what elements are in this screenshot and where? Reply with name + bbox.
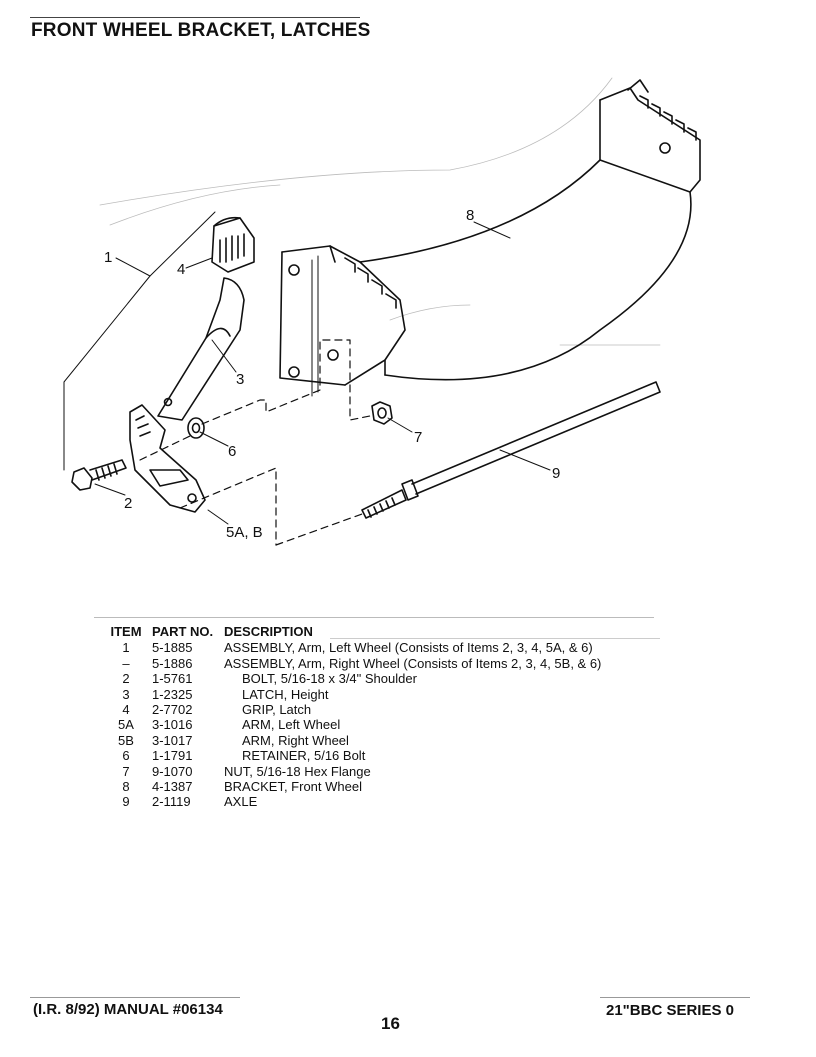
callout-3: 3: [236, 371, 244, 388]
description-cell: AXLE: [224, 794, 258, 810]
item-cell: 3: [122, 686, 130, 702]
table-header-rule: [330, 638, 660, 639]
table-row: 7 9-1070 NUT, 5/16-18 Hex Flange: [104, 764, 605, 779]
description-cell: BOLT, 5/16-18 x 3/4" Shoulder: [242, 671, 417, 687]
table-row: 5B 3-1017 ARM, Right Wheel: [104, 733, 605, 748]
item-cell: 4: [122, 702, 130, 718]
hex-flange-nut: [371, 401, 393, 425]
callout-1: 1: [104, 249, 112, 266]
column-header-item: ITEM: [110, 624, 142, 639]
column-header-description: DESCRIPTION: [224, 624, 313, 639]
table-row: 5A 3-1016 ARM, Left Wheel: [104, 717, 605, 732]
description-cell: ASSEMBLY, Arm, Right Wheel (Consists of …: [224, 655, 602, 671]
item-cell: 6: [122, 748, 130, 764]
callout-6: 6: [228, 443, 236, 460]
column-header-part-no: PART NO.: [152, 624, 214, 639]
height-latch: [157, 277, 245, 421]
description-cell: NUT, 5/16-18 Hex Flange: [224, 763, 371, 779]
callout-5ab: 5A, B: [226, 524, 263, 541]
description-cell: BRACKET, Front Wheel: [224, 779, 362, 795]
assembly-guide-lines: [139, 339, 371, 546]
footer-manual-id: (I.R. 8/92) MANUAL #06134: [33, 1001, 223, 1018]
description-cell: ARM, Right Wheel: [242, 732, 349, 748]
parts-table: ITEM PART NO. DESCRIPTION 1 5-1885 ASSEM…: [104, 624, 605, 810]
item-cell: 1: [122, 640, 130, 656]
part-no-cell: 1-2325: [152, 686, 193, 702]
table-row: 4 2-7702 GRIP, Latch: [104, 702, 605, 717]
header-rule: [30, 17, 360, 18]
description-cell: LATCH, Height: [242, 686, 329, 702]
callout-9: 9: [552, 465, 560, 482]
description-cell: GRIP, Latch: [242, 702, 312, 718]
part-no-cell: 3-1016: [152, 717, 193, 733]
axle: [361, 381, 661, 519]
part-no-cell: 4-1387: [152, 779, 193, 795]
shoulder-bolt: [71, 459, 127, 491]
table-rule: [94, 617, 654, 618]
table-row: 2 1-5761 BOLT, 5/16-18 x 3/4" Shoulder: [104, 671, 605, 686]
part-no-cell: 1-1791: [152, 748, 193, 764]
item-cell: 2: [122, 671, 130, 687]
wheel-arm: [129, 404, 206, 513]
callout-leaders: [63, 211, 551, 525]
table-row: 1 5-1885 ASSEMBLY, Arm, Left Wheel (Cons…: [104, 640, 605, 655]
description-cell: ARM, Left Wheel: [242, 717, 341, 733]
table-header-row: ITEM PART NO. DESCRIPTION: [104, 624, 605, 640]
callout-4: 4: [177, 261, 185, 278]
part-no-cell: 5-1885: [152, 640, 193, 656]
callout-2: 2: [124, 495, 132, 512]
part-no-cell: 2-1119: [152, 794, 191, 810]
table-row: 3 1-2325 LATCH, Height: [104, 687, 605, 702]
item-cell: 7: [122, 763, 130, 779]
exploded-parts-diagram: 1 2 3 4 5A, B 6 7 8 9: [63, 77, 701, 546]
part-no-cell: 2-7702: [152, 702, 193, 718]
item-cell: 5B: [118, 732, 134, 748]
part-no-cell: 9-1070: [152, 763, 193, 779]
item-cell: –: [122, 655, 130, 671]
description-cell: RETAINER, 5/16 Bolt: [242, 748, 366, 764]
table-row: 6 1-1791 RETAINER, 5/16 Bolt: [104, 748, 605, 763]
page-number: 16: [381, 1014, 400, 1033]
callout-7: 7: [414, 429, 422, 446]
footer-series: 21"BBC SERIES 0: [606, 1002, 734, 1019]
part-no-cell: 1-5761: [152, 671, 193, 687]
table-row: – 5-1886 ASSEMBLY, Arm, Right Wheel (Con…: [104, 656, 605, 671]
table-row: 8 4-1387 BRACKET, Front Wheel: [104, 779, 605, 794]
item-cell: 5A: [118, 717, 134, 733]
table-row: 9 2-1119 AXLE: [104, 794, 605, 809]
part-no-cell: 3-1017: [152, 732, 193, 748]
description-cell: ASSEMBLY, Arm, Left Wheel (Consists of I…: [224, 640, 593, 656]
latch-grip: [211, 216, 255, 273]
front-wheel-bracket: [279, 79, 701, 397]
item-cell: 8: [122, 779, 130, 795]
footer-rule-left: [30, 997, 240, 998]
footer-rule-right: [600, 997, 750, 998]
bolt-retainer: [187, 417, 205, 439]
callout-8: 8: [466, 207, 474, 224]
item-cell: 9: [122, 794, 130, 810]
page-title: FRONT WHEEL BRACKET, LATCHES: [31, 20, 371, 41]
part-no-cell: 5-1886: [152, 655, 193, 671]
